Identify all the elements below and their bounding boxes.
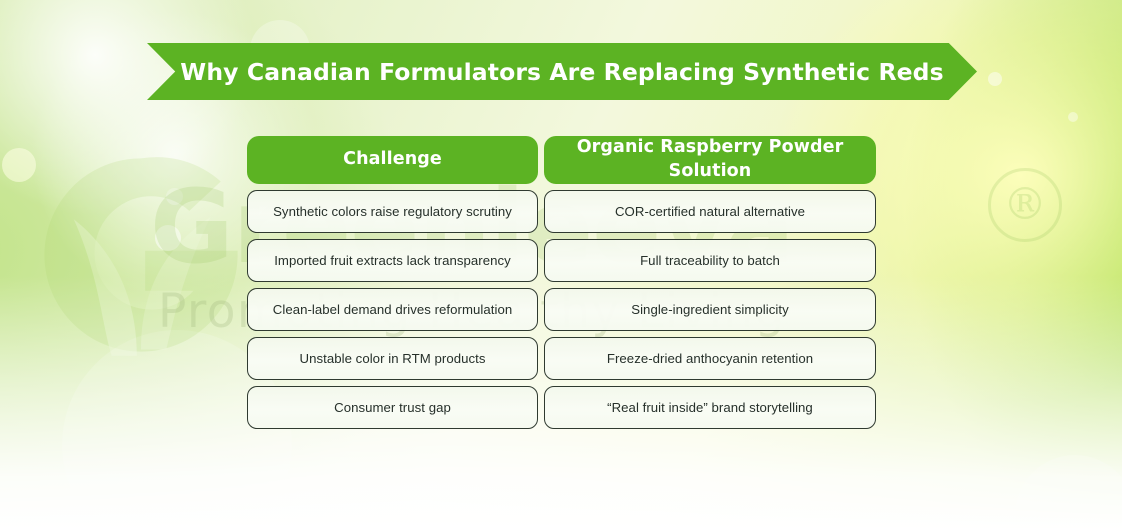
solution-cell: Full traceability to batch xyxy=(544,239,876,282)
page-title-banner: Why Canadian Formulators Are Replacing S… xyxy=(147,43,977,100)
column-header-challenge: Challenge xyxy=(247,136,538,184)
table-row: Synthetic colors raise regulatory scruti… xyxy=(247,190,876,233)
table-header-row: Challenge Organic Raspberry Powder Solut… xyxy=(247,136,876,184)
solution-cell: Freeze-dried anthocyanin retention xyxy=(544,337,876,380)
solution-cell: Single-ingredient simplicity xyxy=(544,288,876,331)
challenge-cell: Clean-label demand drives reformulation xyxy=(247,288,538,331)
challenge-cell: Unstable color in RTM products xyxy=(247,337,538,380)
table-row: Consumer trust gap “Real fruit inside” b… xyxy=(247,386,876,429)
challenge-cell: Consumer trust gap xyxy=(247,386,538,429)
table-row: Imported fruit extracts lack transparenc… xyxy=(247,239,876,282)
solution-cell: “Real fruit inside” brand storytelling xyxy=(544,386,876,429)
solution-cell: COR-certified natural alternative xyxy=(544,190,876,233)
comparison-table: Challenge Organic Raspberry Powder Solut… xyxy=(247,136,876,429)
challenge-cell: Imported fruit extracts lack transparenc… xyxy=(247,239,538,282)
challenge-cell: Synthetic colors raise regulatory scruti… xyxy=(247,190,538,233)
page-title: Why Canadian Formulators Are Replacing S… xyxy=(180,57,944,86)
table-row: Unstable color in RTM products Freeze-dr… xyxy=(247,337,876,380)
table-row: Clean-label demand drives reformulation … xyxy=(247,288,876,331)
column-header-solution: Organic Raspberry Powder Solution xyxy=(544,136,876,184)
